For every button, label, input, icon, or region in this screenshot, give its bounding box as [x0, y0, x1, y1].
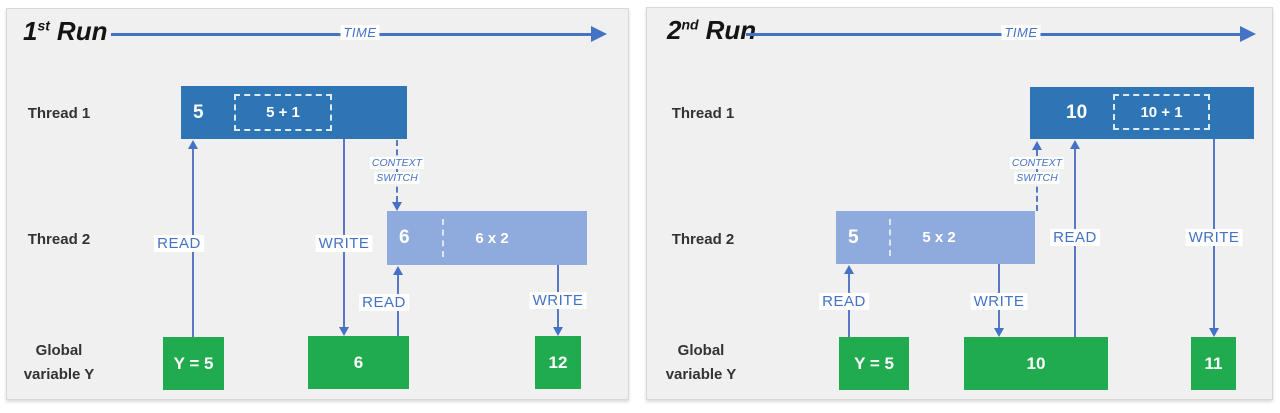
thread2-read-value: 6 — [399, 227, 410, 248]
time-axis-arrowhead-icon — [591, 26, 607, 42]
thread1-read-value: 10 — [1066, 102, 1088, 123]
run-ordinal: st — [37, 17, 50, 34]
panel-first-run: 1st Run TIME Thread 1 Thread 2 Global var… — [6, 8, 629, 400]
run-ordinal: nd — [681, 16, 699, 33]
thread1-operation-box: 10 + 1 — [1113, 94, 1210, 130]
read-label: READ — [1050, 229, 1100, 246]
thread2-bar-separator — [442, 219, 444, 257]
write-label: WRITE — [970, 293, 1028, 310]
context-switch-arrowhead-icon — [392, 202, 402, 211]
context-switch-arrowhead-icon — [1032, 141, 1042, 150]
thread1-read-value: 5 — [193, 101, 204, 123]
thread1-row-label: Thread 1 — [671, 105, 735, 122]
thread2-row-label: Thread 2 — [671, 231, 735, 248]
run-word: Run — [56, 16, 108, 46]
panel-second-run: 2nd Run TIME Thread 1 Thread 2 Global var… — [646, 7, 1273, 400]
global-value-box: 10 — [964, 337, 1108, 390]
read-arrowhead-icon — [1070, 140, 1080, 149]
time-axis-line — [746, 33, 1240, 36]
thread2-bar-separator — [889, 219, 891, 256]
run-title: 2nd Run — [667, 15, 756, 46]
write-arrow-line — [343, 139, 345, 327]
thread2-operation: 6 x 2 — [475, 229, 509, 247]
thread1-operation-box: 5 + 1 — [234, 94, 332, 131]
global-value-box: Y = 5 — [163, 337, 224, 390]
global-label-line2: variable Y — [23, 366, 95, 383]
write-arrowhead-icon — [339, 327, 349, 336]
time-label: TIME — [1001, 25, 1041, 40]
write-arrowhead-icon — [994, 328, 1004, 337]
global-variable-row-label: Global variable Y — [13, 339, 105, 387]
global-value-box: 12 — [535, 336, 581, 389]
write-arrowhead-icon — [1209, 328, 1219, 337]
global-value-box: Y = 5 — [839, 337, 909, 390]
time-label: TIME — [340, 25, 380, 40]
global-label-line2: variable Y — [665, 366, 737, 383]
context-switch-label-line1: CONTEXT — [1009, 157, 1065, 169]
thread2-row-label: Thread 2 — [27, 231, 91, 248]
read-label: READ — [154, 235, 204, 252]
thread1-bar: 10 10 + 1 — [1030, 87, 1254, 139]
run-number: 1 — [23, 16, 38, 46]
thread1-bar: 5 5 + 1 — [181, 86, 407, 139]
read-arrowhead-icon — [844, 265, 854, 274]
read-arrowhead-icon — [393, 266, 403, 275]
read-label: READ — [359, 294, 409, 311]
time-axis-arrowhead-icon — [1240, 26, 1256, 42]
context-switch-label-line1: CONTEXT — [369, 157, 425, 169]
run-word: Run — [705, 15, 757, 45]
thread2-read-value: 5 — [848, 226, 859, 248]
write-label: WRITE — [529, 292, 587, 309]
global-value-box: 11 — [1191, 337, 1236, 390]
context-switch-dashed-line — [396, 140, 398, 202]
global-variable-row-label: Global variable Y — [655, 339, 747, 387]
thread2-bar: 6 6 x 2 — [387, 211, 587, 265]
thread2-bar: 5 5 x 2 — [836, 211, 1035, 264]
global-label-line1: Global — [677, 342, 725, 359]
run-number: 2 — [667, 15, 682, 45]
read-label: READ — [819, 293, 869, 310]
run-title: 1st Run — [23, 16, 107, 47]
write-label: WRITE — [315, 235, 373, 252]
thread2-operation: 5 x 2 — [922, 229, 956, 246]
write-arrowhead-icon — [553, 327, 563, 336]
read-arrowhead-icon — [188, 140, 198, 149]
global-label-line1: Global — [35, 342, 83, 359]
global-value-box: 6 — [308, 336, 409, 389]
thread1-row-label: Thread 1 — [27, 105, 91, 122]
context-switch-label-line2: SWITCH — [374, 172, 420, 184]
context-switch-label-line2: SWITCH — [1014, 172, 1060, 184]
write-label: WRITE — [1185, 229, 1243, 246]
